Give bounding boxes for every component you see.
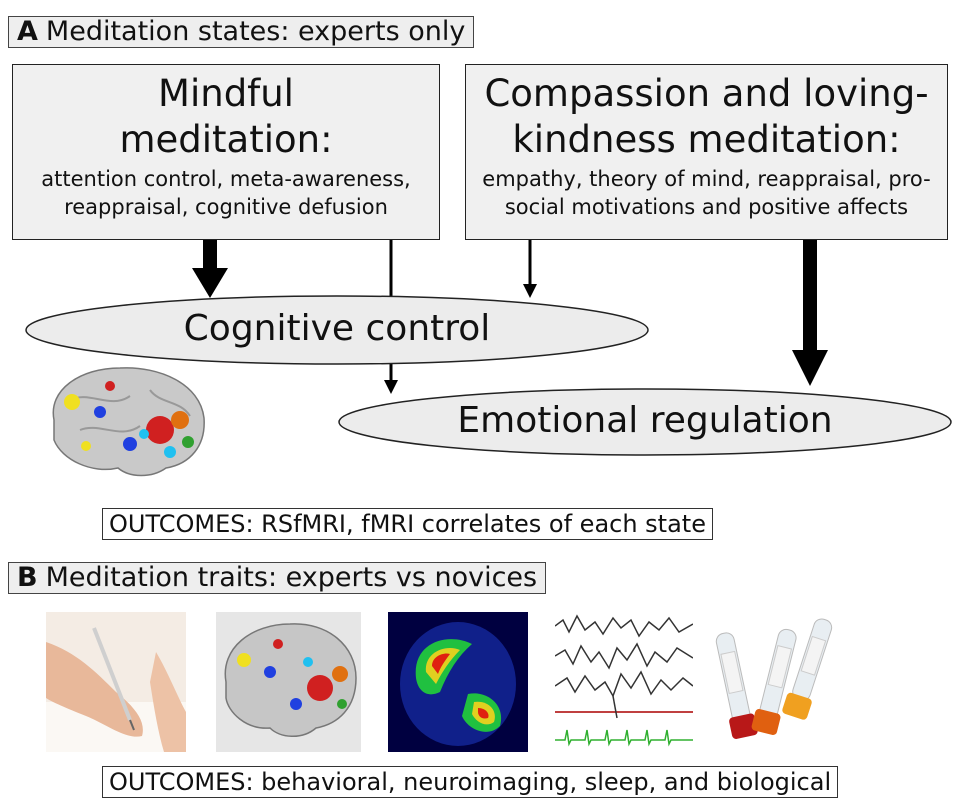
emotional-regulation-ellipse [338,388,952,456]
brain-fmri-icon [216,612,361,752]
mindful-meditation-box: Mindful meditation: attention control, m… [12,64,440,240]
mindful-subtitle: attention control, meta-awareness, reapp… [41,167,411,219]
arrow-mindful-to-cognitive [192,240,228,298]
arrow-compassion-to-cognitive [523,240,537,298]
pet-scan-icon [388,612,528,752]
mindful-title: Mindful meditation: [119,72,333,161]
brain-fmri-icon [52,367,205,477]
cognitive-control-ellipse [25,295,649,365]
compassion-meditation-box: Compassion and loving-kindness meditatio… [465,64,948,240]
section-letter: B [17,562,38,593]
arrow-compassion-to-emotional [792,240,828,386]
hand-writing-icon [46,612,186,752]
compassion-title: Compassion and loving-kindness meditatio… [484,72,929,161]
cognitive-control-label: Cognitive control [183,308,491,349]
emotional-regulation-label: Emotional regulation [457,400,833,441]
blood-tubes-icon [705,612,843,752]
section-title: Meditation states: experts only [45,16,466,47]
eeg-trace-icon [555,612,693,752]
section-title: Meditation traits: experts vs novices [45,562,538,593]
section-letter: A [17,16,38,47]
outcomes-b-box: OUTCOMES: behavioral, neuroimaging, slee… [102,766,839,798]
outcomes-a-box: OUTCOMES: RSfMRI, fMRI correlates of eac… [102,508,713,540]
compassion-subtitle: empathy, theory of mind, reappraisal, pr… [482,167,931,219]
